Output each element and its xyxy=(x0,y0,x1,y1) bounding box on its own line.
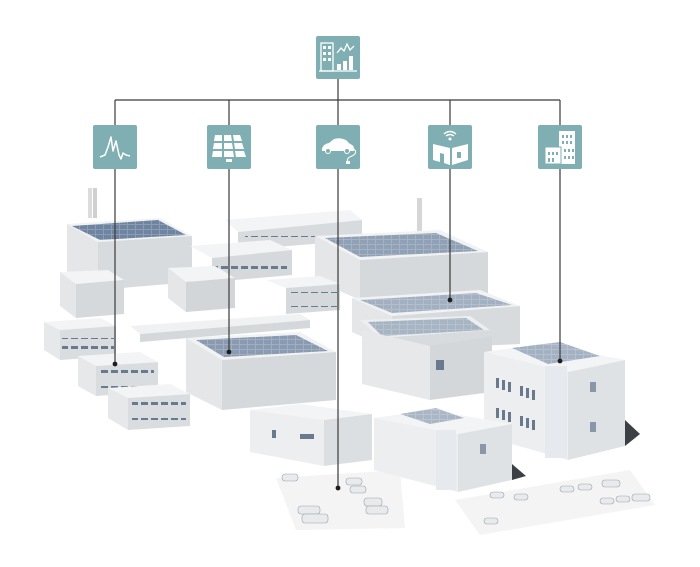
chimney xyxy=(88,188,92,218)
building-analytics-icon[interactable] xyxy=(316,36,360,79)
small-block-right xyxy=(266,276,340,314)
city-buildings-icon[interactable] xyxy=(538,125,582,169)
office-left-2 xyxy=(78,352,158,396)
solar-panel-icon[interactable] xyxy=(207,125,251,169)
energy-waveform-icon[interactable] xyxy=(93,125,137,169)
parked-cars xyxy=(281,473,651,525)
connection-endpoints xyxy=(112,297,563,491)
endpoint-dot xyxy=(226,349,232,355)
endpoint-dot xyxy=(112,361,118,367)
endpoint-dot xyxy=(447,297,453,303)
ev-charging-car-icon[interactable] xyxy=(316,125,360,169)
solar-hall-right xyxy=(315,230,488,302)
office-building-right xyxy=(484,342,640,460)
chimney xyxy=(417,198,422,232)
office-left-3 xyxy=(108,384,190,430)
office-left-1 xyxy=(44,318,116,360)
lab-block xyxy=(168,266,235,312)
office-building-front xyxy=(374,408,526,492)
central-solar-building xyxy=(186,332,336,410)
chimney xyxy=(93,188,97,218)
office-stack-left xyxy=(60,270,124,318)
middle-block xyxy=(190,240,292,282)
walkway xyxy=(130,314,310,342)
connector-lines xyxy=(114,78,561,488)
front-left-building xyxy=(250,404,372,466)
endpoint-dot xyxy=(335,485,341,491)
campus-buildings xyxy=(44,188,651,525)
panel-hall xyxy=(360,316,492,400)
smart-building-wifi-icon[interactable] xyxy=(428,125,472,169)
endpoint-dot xyxy=(557,358,563,364)
